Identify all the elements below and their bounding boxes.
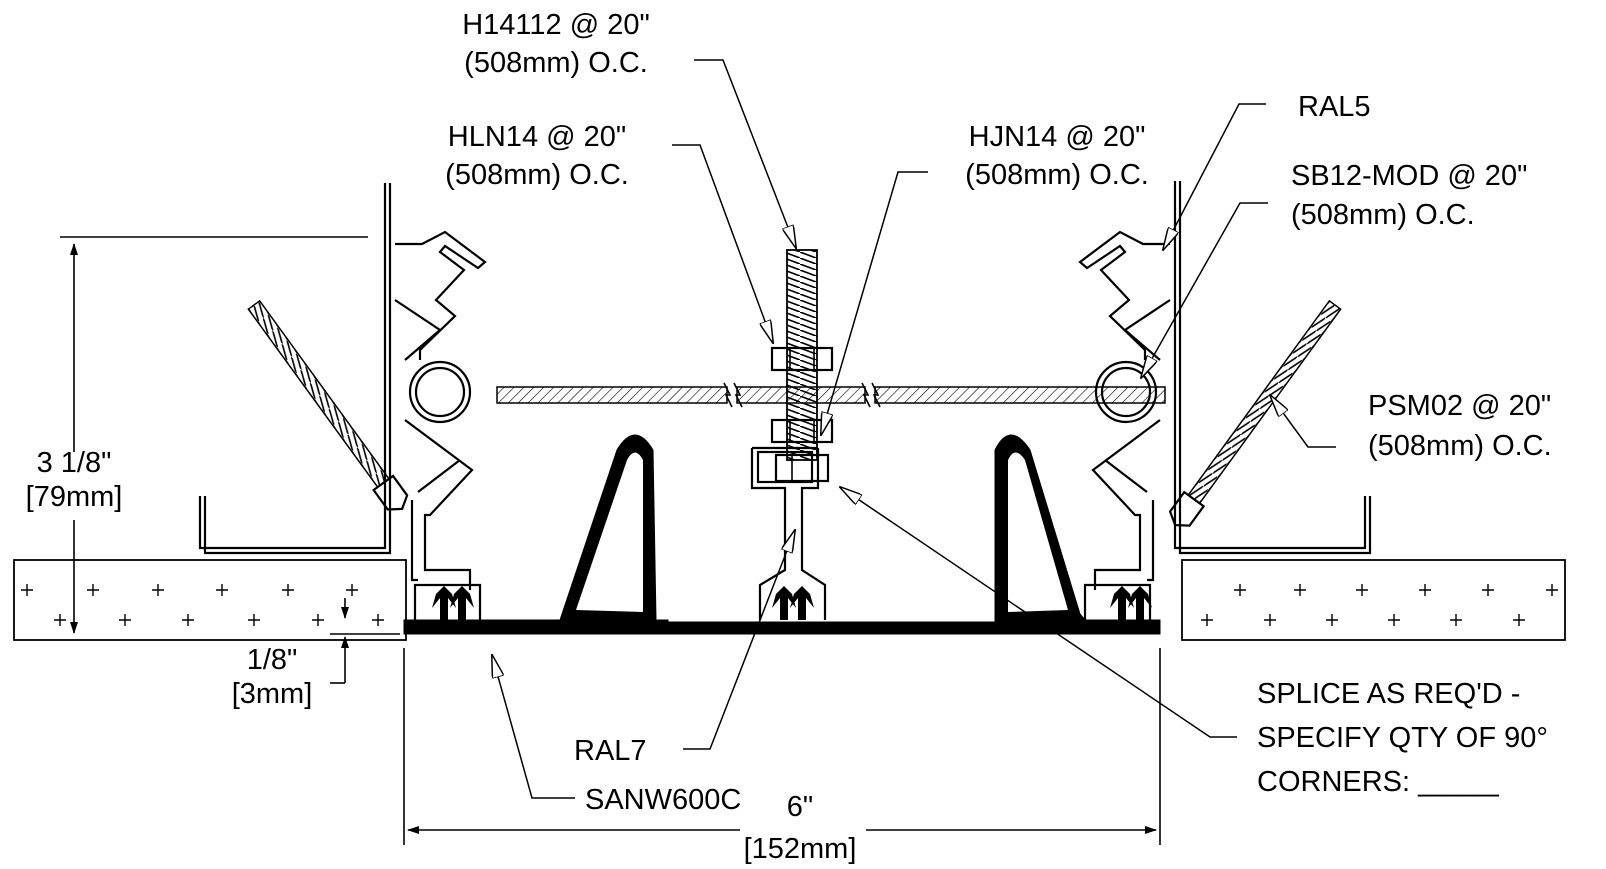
spanning-rod <box>496 382 1166 408</box>
width-dimension: 6" [152mm] <box>403 648 1161 865</box>
callout-ral5: RAL5 <box>1298 91 1371 123</box>
aggregate-mark <box>1294 584 1306 596</box>
aggregate-mark <box>248 614 260 626</box>
aggregate-mark <box>1234 584 1246 596</box>
left-wall-flange <box>198 183 392 555</box>
aggregate-mark <box>1326 614 1338 626</box>
left-concrete-slab <box>13 559 407 641</box>
height-dimension-text-metric: [79mm] <box>26 481 123 513</box>
callout-ral7: RAL7 <box>574 735 647 767</box>
aggregate-mark <box>152 584 164 596</box>
thickness-dimension-text: 1/8" <box>247 644 298 676</box>
seal-inner-hollow-left <box>576 452 643 612</box>
callout-sb12-line1: SB12-MOD @ 20" <box>1291 160 1527 192</box>
left-anchor-screw <box>247 299 409 511</box>
right-aluminum-retainer <box>1078 230 1171 627</box>
callout-ral5-text: RAL5 <box>1298 91 1371 123</box>
callout-sanw600c: SANW600C <box>585 784 741 816</box>
callout-sb12-line2: (508mm) O.C. <box>1291 199 1475 231</box>
callout-sanw600c-text: SANW600C <box>585 784 741 816</box>
callout-h14112-line1: H14112 @ 20" <box>462 9 650 41</box>
left-aluminum-retainer <box>394 230 487 627</box>
leader-lines <box>492 59 1336 799</box>
aggregate-mark <box>1388 614 1400 626</box>
callout-ral7-text: RAL7 <box>574 735 647 767</box>
callout-hjn14-line1: HJN14 @ 20" <box>969 121 1146 153</box>
aggregate-mark <box>1513 614 1525 626</box>
callout-hln14-line1: HLN14 @ 20" <box>448 121 626 153</box>
aggregate-mark <box>372 614 384 626</box>
aggregate-mark <box>1201 614 1213 626</box>
callout-h14112: H14112 @ 20" (508mm) O.C. <box>462 9 650 79</box>
aggregate-mark <box>21 584 33 596</box>
thickness-dimension: 1/8" [3mm] <box>232 598 400 710</box>
callout-hln14-line2: (508mm) O.C. <box>445 159 629 191</box>
aggregate-mark <box>1356 584 1368 596</box>
callout-splice-line1: SPLICE AS REQ'D - <box>1257 678 1520 710</box>
aggregate-mark <box>119 614 131 626</box>
seal-inner-hollow-right <box>1008 452 1068 612</box>
aggregate-mark <box>1482 584 1494 596</box>
callout-hjn14-line2: (508mm) O.C. <box>965 159 1149 191</box>
callout-hln14: HLN14 @ 20" (508mm) O.C. <box>445 121 629 191</box>
callout-h14112-line2: (508mm) O.C. <box>464 47 648 79</box>
aggregate-mark <box>54 614 66 626</box>
height-dimension-text: 3 1/8" <box>37 447 112 479</box>
aggregate-mark <box>1450 614 1462 626</box>
callout-sb12: SB12-MOD @ 20" (508mm) O.C. <box>1291 160 1527 231</box>
right-concrete-slab <box>1181 559 1566 641</box>
aggregate-mark <box>216 584 228 596</box>
width-dimension-text: 6" <box>787 791 813 823</box>
callout-psm02-line2: (508mm) O.C. <box>1368 430 1552 462</box>
threaded-bolt <box>770 249 834 483</box>
callout-psm02: PSM02 @ 20" (508mm) O.C. <box>1368 390 1552 462</box>
seal-anchor-keys <box>432 586 1152 620</box>
callout-hjn14: HJN14 @ 20" (508mm) O.C. <box>965 121 1149 191</box>
right-anchor-screw <box>1168 299 1342 527</box>
width-dimension-text-metric: [152mm] <box>744 833 857 865</box>
callout-psm02-line1: PSM02 @ 20" <box>1368 390 1551 422</box>
aggregate-mark <box>87 584 99 596</box>
aggregate-mark <box>182 614 194 626</box>
aggregate-mark <box>312 614 324 626</box>
aggregate-mark <box>1264 614 1276 626</box>
callout-splice-line3: CORNERS: _____ <box>1257 766 1500 798</box>
height-dimension: 3 1/8" [79mm] <box>26 236 368 634</box>
concrete-aggregate-marks <box>1201 584 1558 626</box>
aggregate-mark <box>1546 584 1558 596</box>
aggregate-mark <box>346 584 358 596</box>
concrete-aggregate-marks <box>21 584 384 626</box>
callout-splice-line2: SPECIFY QTY OF 90° <box>1257 722 1548 754</box>
right-wall-flange <box>1173 181 1372 555</box>
thickness-dimension-text-metric: [3mm] <box>232 678 313 710</box>
aggregate-mark <box>282 584 294 596</box>
callout-splice-note: SPLICE AS REQ'D - SPECIFY QTY OF 90° COR… <box>1257 678 1548 798</box>
aggregate-mark <box>1419 584 1431 596</box>
